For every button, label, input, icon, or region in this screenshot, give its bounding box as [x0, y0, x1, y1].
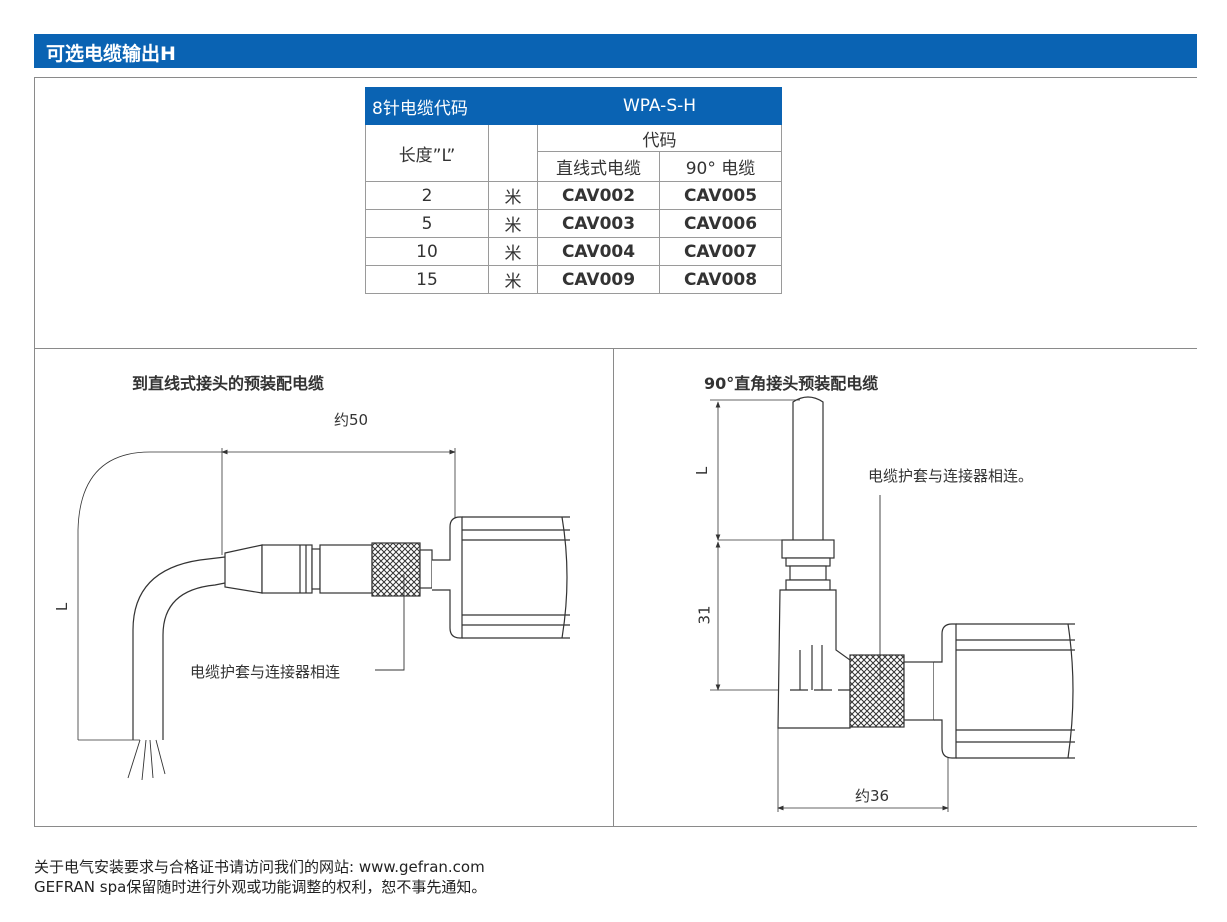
- dim-approx-50: 约50: [334, 411, 369, 429]
- code-label: 代码: [537, 124, 782, 152]
- section-banner: 可选电缆输出H: [34, 34, 1197, 68]
- frame-mid-line: [34, 348, 1197, 349]
- dim-right-L: L: [693, 466, 712, 476]
- length-cell: 15: [365, 265, 489, 294]
- angle-code-cell: CAV008: [659, 265, 782, 294]
- table-subheader-row-2: 直线式电缆 90° 电缆: [366, 151, 782, 182]
- right-callout: 电缆护套与连接器相连。: [868, 467, 1034, 485]
- footer-disclaimer: GEFRAN spa保留随时进行外观或功能调整的权利，恕不事先通知。: [34, 878, 487, 896]
- unit-cell: 米: [488, 181, 538, 210]
- frame-left-line: [34, 77, 35, 827]
- frame-divider: [613, 348, 614, 827]
- table-subheader-row: 长度”L” 代码: [365, 124, 782, 182]
- angle-code-cell: CAV007: [659, 237, 782, 266]
- length-cell: 10: [365, 237, 489, 266]
- footer: 关于电气安装要求与合格证书请访问我们的网站: www.gefran.com GE…: [34, 857, 486, 897]
- dim-31: 31: [695, 605, 714, 625]
- table-row: 10 米 CAV004 CAV007: [365, 237, 782, 266]
- straight-code-cell: CAV009: [537, 265, 660, 294]
- table-header-row: 8针电缆代码 WPA-S-H: [365, 87, 782, 125]
- length-cell: 5: [365, 209, 489, 238]
- angle-code-cell: CAV006: [659, 209, 782, 238]
- frame-bottom-line: [34, 826, 1197, 827]
- left-drawing-title: 到直线式接头的预装配电缆: [132, 374, 325, 393]
- cable-code-table: 8针电缆代码 WPA-S-H 长度”L” 代码 直线式电缆 90° 电缆 2 米…: [365, 87, 782, 294]
- table-row: 5 米 CAV003 CAV006: [365, 209, 782, 238]
- frame-top-line: [34, 77, 1197, 78]
- unit-cell: 米: [488, 265, 538, 294]
- straight-code-cell: CAV003: [537, 209, 660, 238]
- right-drawing-title: 90°直角接头预装配电缆: [704, 374, 879, 393]
- col-straight: 直线式电缆: [537, 151, 660, 182]
- unit-cell: 米: [488, 209, 538, 238]
- header-model: WPA-S-H: [537, 87, 782, 125]
- unit-header: [488, 124, 538, 182]
- dim-approx-36: 约36: [855, 787, 890, 805]
- table-row: 15 米 CAV009 CAV008: [365, 265, 782, 294]
- footer-website-note: 关于电气安装要求与合格证书请访问我们的网站: www.gefran.com: [34, 858, 485, 876]
- section-title: 可选电缆输出H: [46, 43, 176, 65]
- left-callout: 电缆护套与连接器相连: [190, 663, 341, 681]
- length-label: 长度”L”: [365, 124, 489, 182]
